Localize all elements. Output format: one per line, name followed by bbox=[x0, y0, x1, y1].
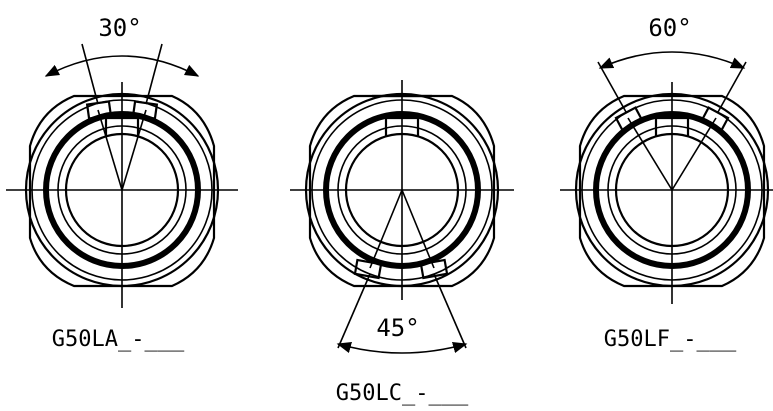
centerlines-c bbox=[290, 80, 514, 300]
angle-dimension-f bbox=[597, 51, 747, 113]
angle-dimension-c bbox=[336, 273, 468, 354]
collar-figure-f bbox=[560, 51, 773, 304]
angle-dimension-a bbox=[44, 43, 200, 105]
collar-figure-c bbox=[290, 80, 514, 354]
angle-label-c: 45° bbox=[376, 314, 419, 342]
collar-figure-a bbox=[6, 43, 238, 308]
angle-label-f: 60° bbox=[648, 14, 691, 42]
part-label-f: G50LF_-___ bbox=[604, 327, 737, 352]
part-label-a: G50LA_-___ bbox=[52, 327, 185, 352]
part-label-c: G50LC_-___ bbox=[336, 381, 469, 406]
centerlines-a bbox=[6, 82, 238, 308]
angle-label-a: 30° bbox=[98, 14, 141, 42]
centerlines-f bbox=[560, 82, 773, 304]
